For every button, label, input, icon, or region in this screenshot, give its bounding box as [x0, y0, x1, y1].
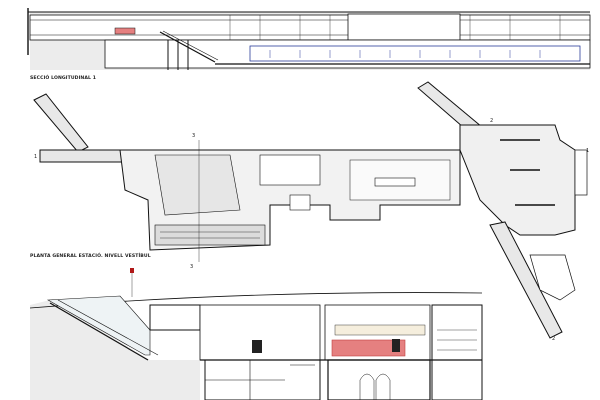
- longitudinal-section: [27, 8, 591, 70]
- section-marker-1-right: 1: [586, 148, 589, 154]
- section-marker-1-left: 1: [34, 154, 37, 160]
- station-plan: [33, 81, 588, 339]
- highlighted-vestibule: [331, 339, 406, 357]
- section-markers: 1 1 2 2 3 3: [34, 118, 589, 342]
- highlighted-room: [114, 27, 136, 35]
- section-marker-3-top: 3: [192, 133, 195, 139]
- section-marker-2-top: 2: [490, 118, 493, 124]
- plan-title: PLANTA GENERAL ESTACIÓ. NIVELL VESTÍBUL: [30, 251, 151, 259]
- section-marker-3-bottom: 3: [190, 264, 193, 270]
- cross-section: [29, 292, 483, 400]
- section-marker-2-bottom: 2: [552, 336, 555, 342]
- north-marker: [130, 268, 134, 273]
- left-access-ramp: [33, 93, 89, 153]
- right-hall: [459, 124, 576, 236]
- section-title: SECCIÓ LONGITUDINAL 1: [30, 74, 96, 81]
- access-stairs: [49, 302, 149, 361]
- lower-right-ramp: [489, 221, 563, 339]
- platform-level: [249, 45, 581, 62]
